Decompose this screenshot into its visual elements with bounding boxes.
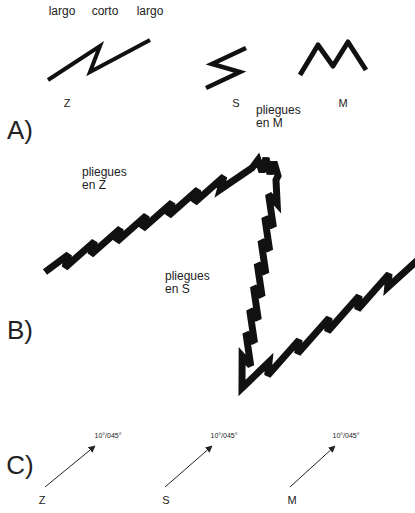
fold-annotation: pliegues en Z — [82, 166, 138, 192]
fold-annotation: pliegues en M — [256, 104, 312, 130]
vergence-arrow — [45, 446, 95, 487]
limb-label: largo — [49, 5, 76, 18]
fold-type-label: Z — [39, 494, 46, 506]
fold-type-label: M — [338, 97, 347, 109]
m-fold-sketch — [300, 42, 366, 75]
panel-letter: B) — [7, 316, 33, 345]
fold-type-label: S — [162, 494, 169, 506]
vergence-arrow — [165, 446, 212, 487]
large-fold-structure — [45, 158, 415, 388]
limb-label: corto — [92, 5, 119, 18]
panel-letter: A) — [7, 116, 33, 145]
fold-annotation: pliegues en S — [165, 270, 221, 296]
panel-letter: C) — [6, 451, 33, 480]
fold-type-label: Z — [64, 97, 71, 109]
limb-label: largo — [137, 5, 164, 18]
orientation-value: 10°/045° — [332, 432, 359, 440]
folded-layer — [45, 158, 415, 388]
vergence-arrow — [290, 446, 335, 487]
orientation-value: 10°/045° — [210, 432, 237, 440]
s-fold-sketch — [206, 48, 246, 88]
z-fold-sketch — [48, 40, 150, 80]
orientation-value: 10°/045° — [94, 432, 121, 440]
fold-type-label: M — [287, 494, 296, 506]
fold-type-label: S — [232, 97, 239, 109]
